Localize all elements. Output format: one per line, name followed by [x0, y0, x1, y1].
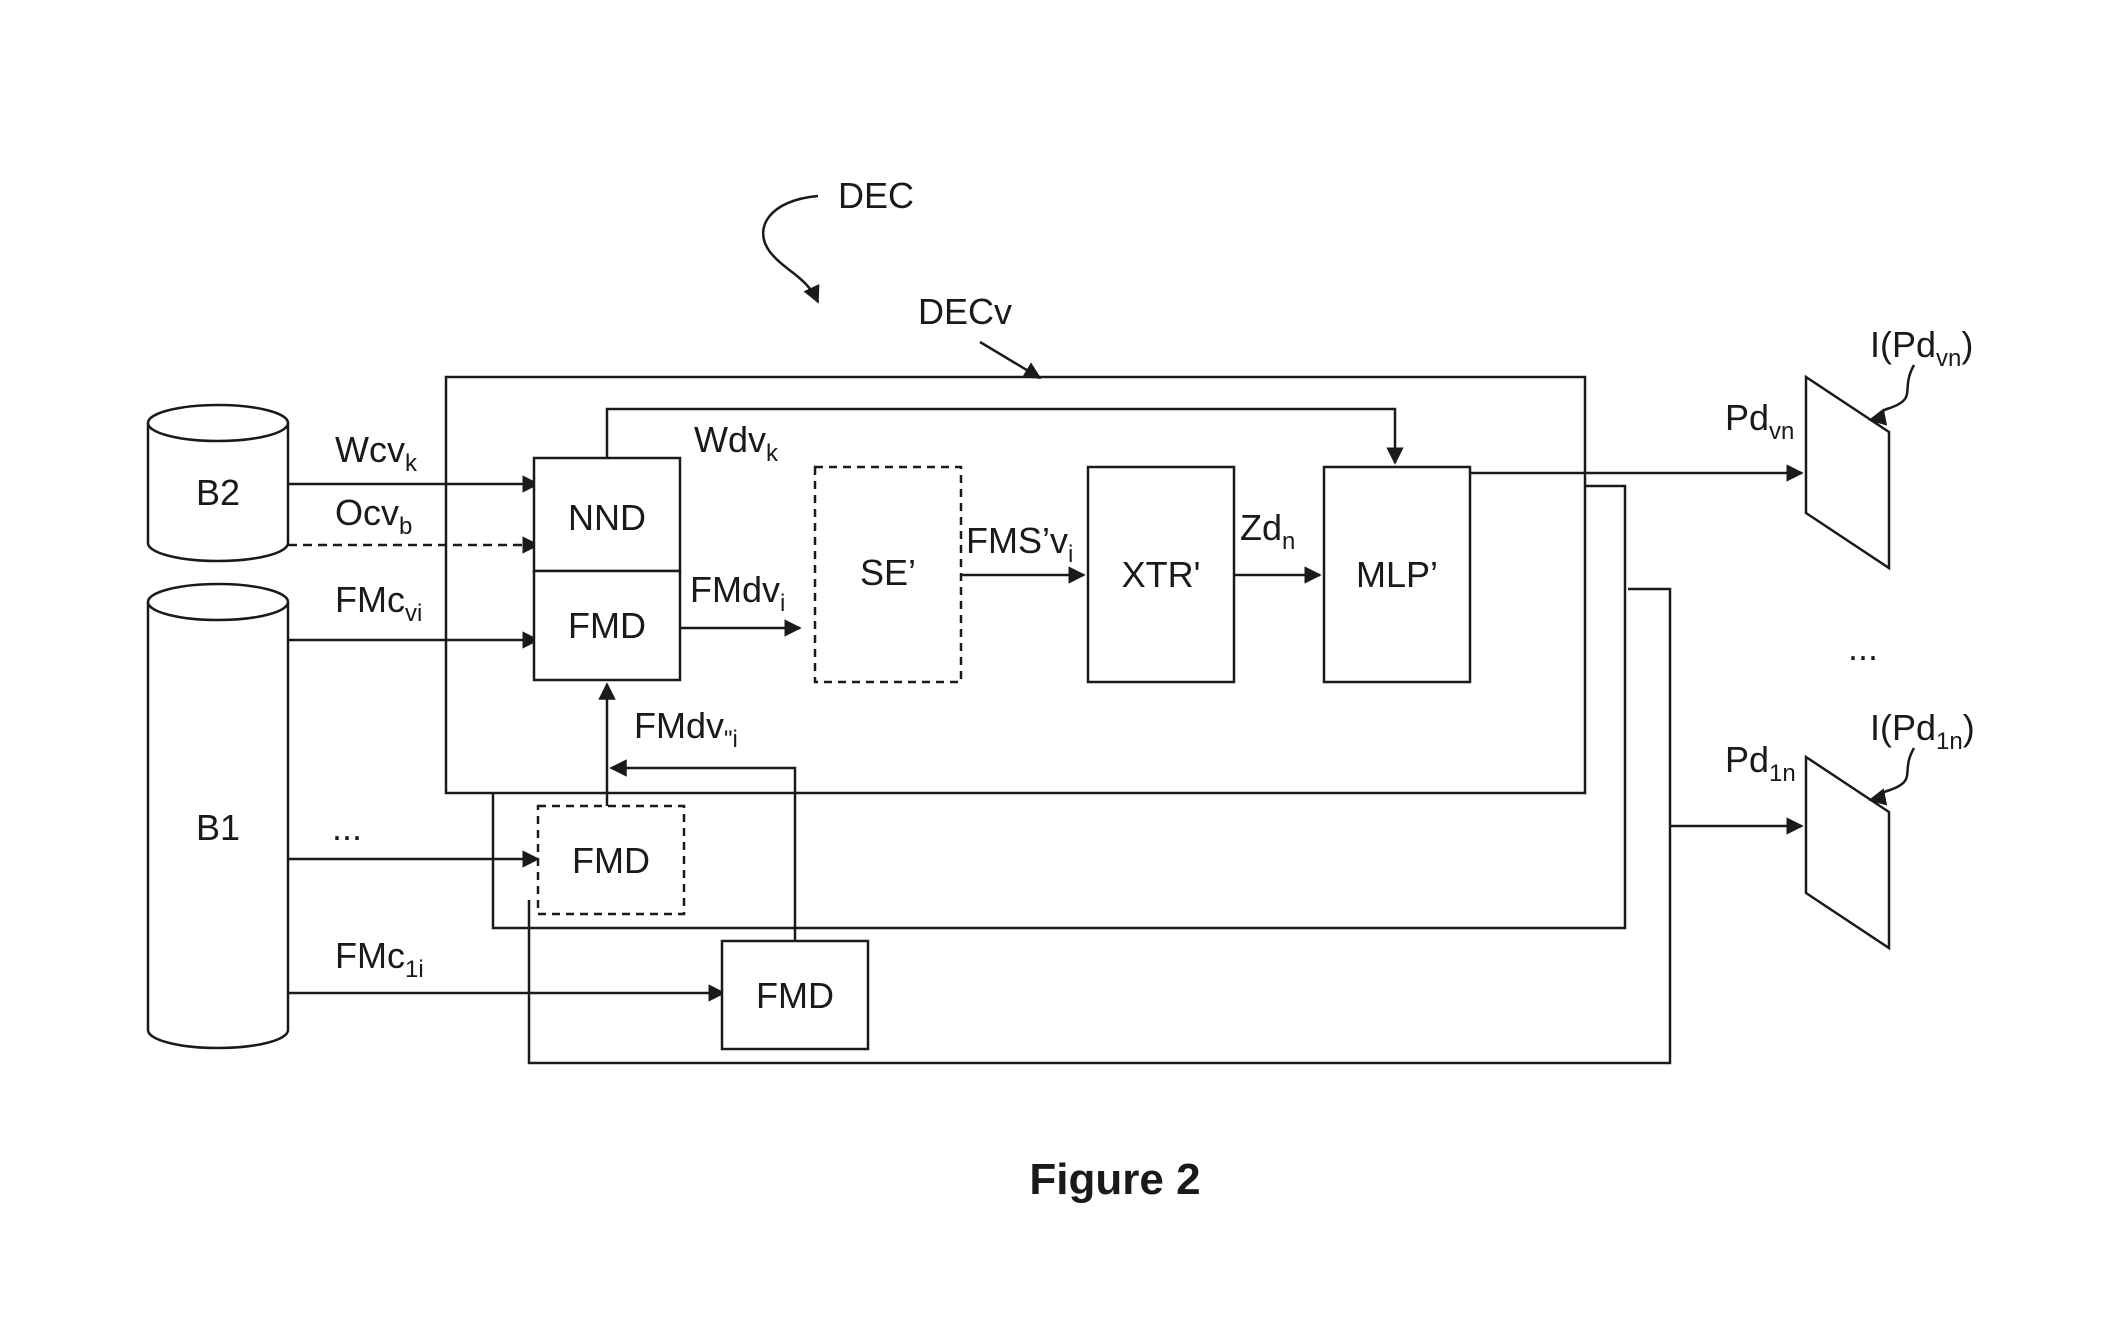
fmd-top-label: FMD: [568, 605, 646, 646]
decv-pointer: [979, 340, 1042, 380]
fmd-block-top: [532, 569, 682, 682]
figure-caption: Figure 2: [1029, 1155, 1200, 1204]
fmc1-label: FMc1i: [335, 935, 424, 983]
mlp-label: MLP’: [1356, 554, 1438, 595]
fmd-block-bottom: [720, 939, 870, 1051]
fmd-block-mid: [536, 804, 686, 916]
dec-label: DEC: [838, 175, 914, 216]
database-b1: B1: [146, 582, 290, 1050]
nnd-block: [532, 456, 682, 573]
fmcv-label: FMcvi: [335, 579, 422, 627]
database-b2: B2: [146, 403, 290, 563]
database-b1-label: B1: [196, 807, 240, 848]
wdv-label: Wdvk: [694, 419, 779, 467]
nnd-label: NND: [568, 497, 646, 538]
wdv-arrow: [605, 407, 1404, 465]
zd-label: Zdn: [1240, 507, 1295, 555]
dec-curly-arrow: [761, 194, 820, 304]
fmd-mid-label: FMD: [572, 840, 650, 881]
fmd-bottom-feedback-arrow: [609, 759, 797, 941]
ocv-label: Ocvb: [335, 492, 412, 540]
b1-dots-label: ...: [332, 807, 362, 848]
decoder-frame-2: [491, 484, 1627, 930]
pd-1n-label: Pd1n: [1725, 739, 1796, 787]
i-pd-1n-pointer: [1868, 747, 1916, 806]
i-pd-1n-label: I(Pd1n): [1870, 707, 1975, 755]
output-image-pd-1n: [1804, 754, 1891, 951]
xtr-label: XTR': [1122, 554, 1201, 595]
wcv-label: Wcvk: [335, 429, 418, 477]
fmdv-prev-label: FMdv"i: [634, 705, 738, 753]
fmsv-label: FMS’vi: [966, 520, 1073, 568]
output-dots: ...: [1848, 627, 1878, 668]
i-pd-vn-label: I(Pdvn): [1870, 324, 1973, 372]
mlp-block: [1322, 465, 1472, 684]
i-pd-vn-pointer: [1868, 364, 1916, 426]
pd-vn-label: Pdvn: [1725, 397, 1794, 445]
decv-label: DECv: [918, 291, 1012, 332]
decoder-frame-v: [444, 375, 1587, 795]
database-b2-label: B2: [196, 472, 240, 513]
output-image-pd-vn: [1804, 374, 1891, 571]
fmdv-label: FMdvi: [690, 569, 785, 617]
decoder-frame-1: [527, 587, 1672, 1065]
xtr-block: [1086, 465, 1236, 684]
fmd-bottom-label: FMD: [756, 975, 834, 1016]
se-label: SE’: [860, 552, 916, 593]
